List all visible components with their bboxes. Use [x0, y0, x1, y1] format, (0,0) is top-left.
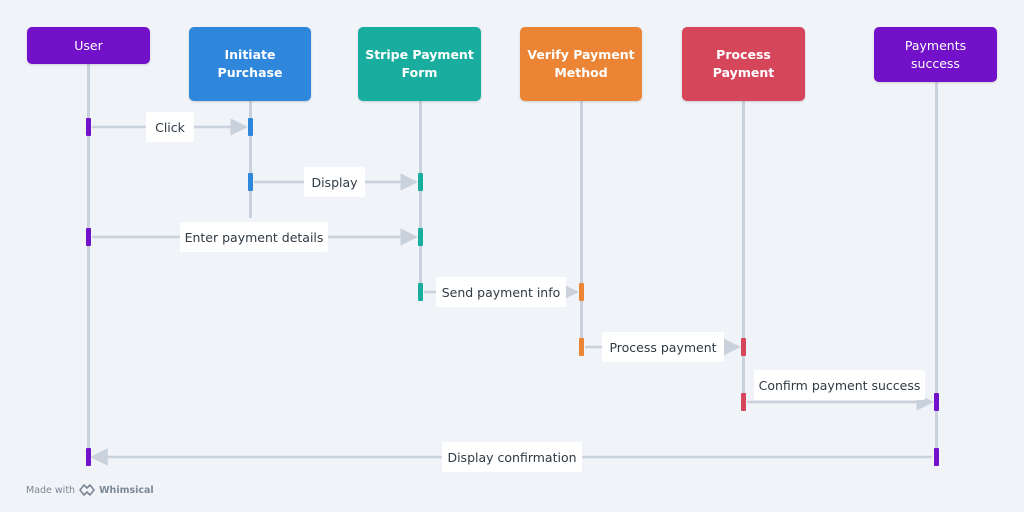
actor-user[interactable]: User [27, 27, 150, 64]
footer-made-with: Made with [26, 484, 76, 496]
actor-verify-payment-method[interactable]: Verify Payment Method [520, 27, 642, 101]
activation-process-process [740, 338, 746, 356]
message-enter-payment-details-label[interactable]: Enter payment details [180, 222, 328, 252]
activation-success-confirm [933, 393, 939, 411]
activation-success-display-confirmation [933, 448, 939, 466]
message-confirm-payment-success-label[interactable]: Confirm payment success [754, 370, 925, 400]
activation-stripe-display [417, 173, 423, 191]
message-click-label[interactable]: Click [146, 112, 194, 142]
actor-stripe-payment-form[interactable]: Stripe Payment Form [358, 27, 481, 101]
activation-user-click [85, 118, 91, 136]
lifeline-process-payment [741, 101, 745, 410]
footer-attribution[interactable]: Made with Whimsical [26, 484, 154, 496]
actor-label: Initiate Purchase [217, 47, 283, 80]
message-process-payment-label[interactable]: Process payment [602, 332, 724, 362]
lifeline-verify-payment-method [579, 101, 583, 356]
activation-user-display-confirmation [85, 448, 91, 466]
message-send-payment-info-label[interactable]: Send payment info [436, 277, 566, 307]
actor-label: Verify Payment Method [527, 47, 635, 80]
lifeline-user [86, 64, 90, 466]
activation-stripe-send-info [417, 283, 423, 301]
actor-label: User [74, 37, 103, 53]
actor-label: Process Payment [712, 47, 775, 80]
lifeline-stripe-payment-form [418, 101, 422, 300]
activation-initiate-click [247, 118, 253, 136]
actor-payments-success[interactable]: Payments success [874, 27, 997, 82]
actor-initiate-purchase[interactable]: Initiate Purchase [189, 27, 311, 101]
activation-initiate-display [247, 173, 253, 191]
activation-stripe-enter-details [417, 228, 423, 246]
message-display-confirmation-label[interactable]: Display confirmation [442, 442, 582, 472]
actor-label: Payments success [904, 37, 967, 71]
activation-user-enter-details [85, 228, 91, 246]
footer-brand: Whimsical [99, 484, 154, 496]
lifeline-initiate-purchase [248, 101, 252, 218]
activation-verify-send-info [578, 283, 584, 301]
lifeline-payments-success [934, 82, 938, 466]
activation-verify-process [578, 338, 584, 356]
whimsical-logo-icon [79, 484, 95, 496]
message-display-label[interactable]: Display [304, 167, 365, 197]
actor-process-payment[interactable]: Process Payment [682, 27, 805, 101]
actor-label: Stripe Payment Form [365, 47, 474, 80]
activation-process-confirm [740, 393, 746, 411]
